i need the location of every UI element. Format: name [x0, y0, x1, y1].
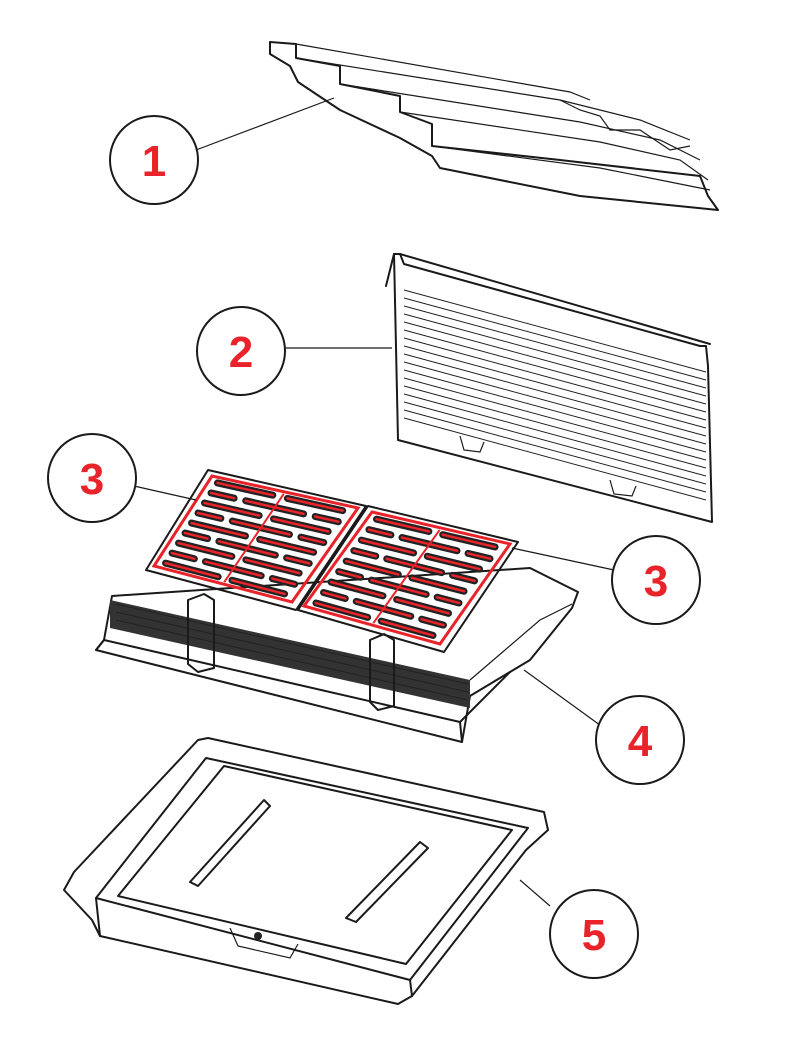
grate-right-slot-highlight [435, 596, 461, 605]
grate-left-slot-highlight [190, 521, 247, 538]
grate-right-slot-highlight [426, 555, 481, 571]
callout-1-label: 1 [142, 137, 166, 186]
grate-left-slot-highlight [285, 556, 311, 565]
top-baffle-part [269, 41, 719, 211]
grate-right-slot-highlight [344, 559, 400, 576]
callout-4-label: 4 [628, 717, 653, 766]
grate-left-part [145, 469, 367, 611]
grate-right-slot-highlight [395, 598, 450, 615]
grate-left-slot-highlight [313, 515, 340, 523]
grate-left-slot-highlight [203, 501, 261, 517]
grate-right-slot-highlight [360, 538, 415, 555]
grate-right-slot-highlight [410, 576, 466, 593]
grate-left-slot-highlight [299, 535, 326, 544]
grate-left-slot-highlight [230, 579, 286, 596]
callout-2-label: 2 [229, 328, 253, 377]
grate-left-slot-highlight [209, 491, 236, 500]
callout-4: 4 [595, 695, 685, 785]
support-front-rail [110, 600, 470, 708]
callout-3a: 3 [47, 433, 137, 523]
back-plate-part [385, 253, 713, 523]
grate-right-slot-highlight [420, 617, 445, 627]
grate-left-slot-highlight [183, 531, 209, 540]
grate-left-slot-highlight [258, 538, 315, 554]
callout-3b: 3 [611, 535, 701, 625]
grate-right-slot-highlight [337, 570, 362, 579]
grate-left-slot-highlight [170, 551, 196, 561]
leader-line-5 [519, 879, 551, 907]
grate-left-slot-highlight [164, 561, 220, 578]
grate-left-slot-highlight [272, 517, 330, 533]
grate-support-part [95, 567, 579, 743]
callout-1: 1 [109, 115, 199, 205]
callout-3b-label: 3 [644, 557, 668, 606]
grate-right-slot-highlight [367, 528, 393, 537]
grate-left-slot-highlight [286, 497, 344, 512]
grate-right-crossbar [372, 529, 441, 624]
leader-line-1 [195, 97, 335, 151]
grate-left-crossbar [223, 493, 285, 583]
grate-right-slot-highlight [329, 580, 385, 598]
grate-left-slot-highlight [271, 577, 296, 586]
grate-right-part [297, 505, 519, 653]
grate-left-slot-highlight [177, 541, 234, 558]
grate-right-slot-highlight [441, 533, 497, 549]
leader-lines [133, 97, 615, 907]
grate-left-slot-highlight [216, 481, 275, 497]
grate-right-slot-highlight [451, 574, 476, 583]
grate-right-slot-highlight [375, 517, 431, 533]
callout-3a-label: 3 [80, 455, 104, 504]
ash-pan-part [63, 737, 549, 1005]
callout-5: 5 [549, 889, 639, 979]
callout-2: 2 [196, 306, 286, 396]
grate-left-slot-highlight [244, 558, 301, 575]
grate-right-slot-highlight [352, 549, 377, 558]
leader-line-4 [523, 669, 605, 729]
grate-right-slot-highlight [322, 591, 347, 600]
callout-5-label: 5 [582, 911, 606, 960]
grate-right-slots [312, 515, 499, 639]
grate-right-slot-highlight [314, 601, 369, 619]
grate-left-slots [162, 479, 347, 598]
grate-right-slot-highlight [380, 619, 435, 637]
grate-right-slot-highlight [466, 552, 492, 560]
leader-line-3a [133, 485, 197, 501]
leader-line-3b [511, 547, 615, 571]
grate-left-slot-highlight [196, 511, 223, 520]
